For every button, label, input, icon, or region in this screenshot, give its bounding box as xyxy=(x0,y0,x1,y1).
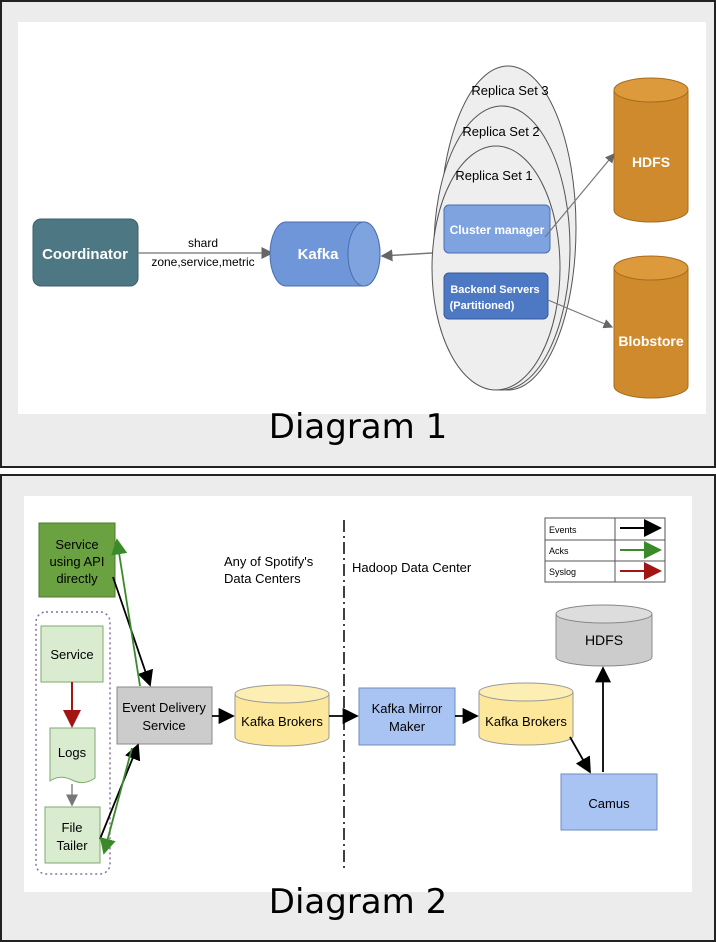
backend-servers-label-2: (Partitioned) xyxy=(450,300,515,312)
hdfs-cylinder-d1 xyxy=(613,77,689,223)
edge-replica-kafka xyxy=(380,249,433,262)
diagram-2-caption: Diagram 2 xyxy=(268,882,448,922)
diagram-1-graphic: Coordinator shard zone,service,metric Ka… xyxy=(32,65,689,399)
backend-servers-label-1: Backend Servers xyxy=(450,284,539,296)
coordinator-label: Coordinator xyxy=(42,246,128,263)
diagram-1-canvas xyxy=(18,22,706,414)
edge-label-shard: shard xyxy=(188,236,218,250)
diagram-1-panel: Diagram 1 xyxy=(0,0,716,468)
replica-set-3-label: Replica Set 3 xyxy=(471,83,548,98)
edge-backend-blobstore xyxy=(547,299,614,329)
hdfs-label-d1: HDFS xyxy=(632,154,670,170)
diagram-2-canvas xyxy=(24,496,692,892)
cluster-manager-box xyxy=(443,204,551,254)
diagram-2-panel: Diagram 2 xyxy=(0,474,716,942)
diagram-1-caption: Diagram 1 xyxy=(268,407,448,447)
blobstore-label: Blobstore xyxy=(618,333,684,349)
cluster-manager-label: Cluster manager xyxy=(450,223,545,237)
backend-servers-box xyxy=(443,272,549,320)
kafka-cylinder xyxy=(269,221,381,287)
replica-set-2-label: Replica Set 2 xyxy=(462,124,539,139)
blobstore-cylinder xyxy=(613,255,689,399)
edge-label-keys: zone,service,metric xyxy=(151,255,254,269)
edge-cluster-hdfs xyxy=(544,153,615,238)
kafka-label: Kafka xyxy=(298,246,340,263)
replica-set-1-label: Replica Set 1 xyxy=(455,168,532,183)
